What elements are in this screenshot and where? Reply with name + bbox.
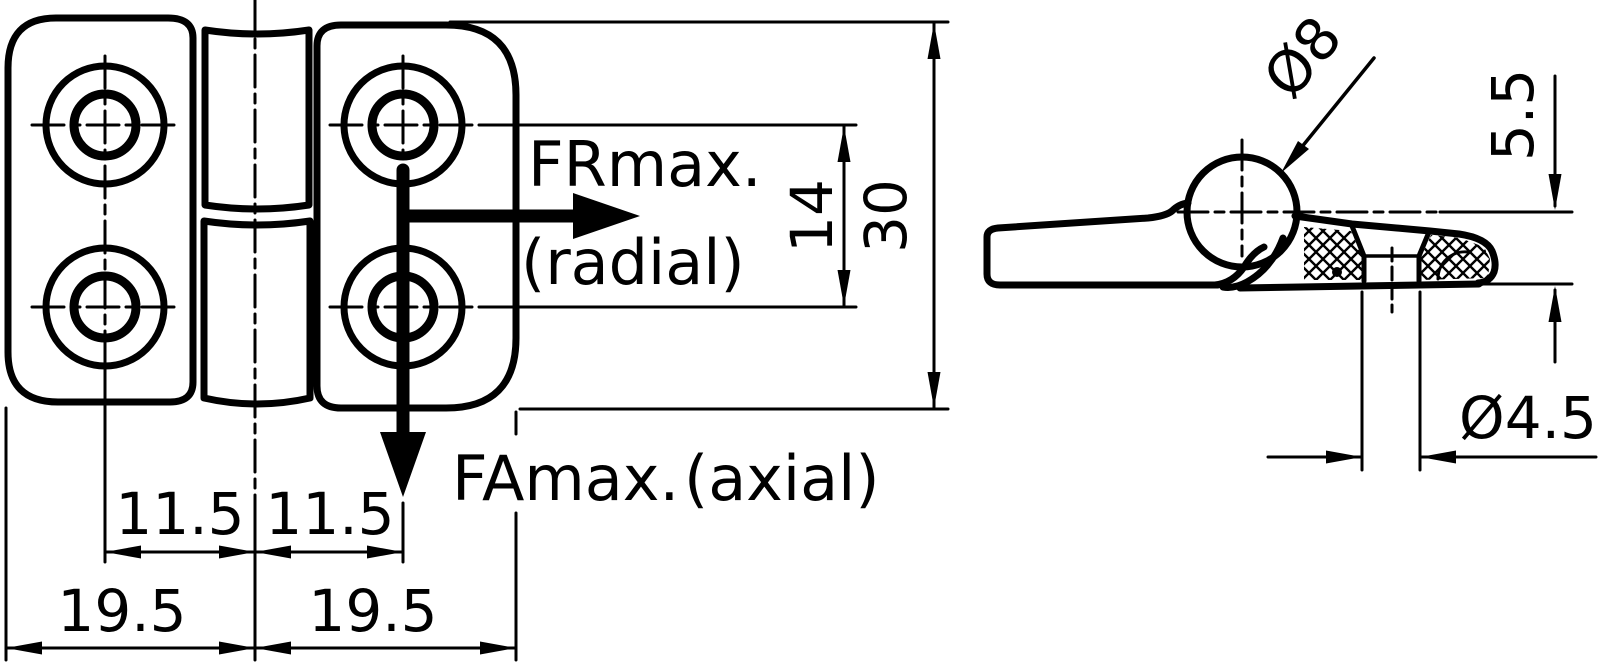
dim-arrow (219, 545, 255, 559)
radial-force-qualifier: (radial) (521, 226, 745, 299)
front-right-leaf-outline (313, 21, 520, 412)
knuckle-neck-outer-curve (1219, 234, 1287, 291)
hole-top-left-countersink (42, 62, 168, 188)
width-dimensions (4, 366, 518, 662)
force-arrows (380, 163, 640, 497)
dim-text-19-5-left: 19.5 (57, 577, 186, 645)
dim-30-arrow-down (927, 372, 941, 408)
hatch-detail-dot (1332, 267, 1342, 277)
knuckle-neck-inner-curl (1211, 243, 1268, 289)
dim-text-pin-height: 5.5 (1479, 69, 1547, 161)
dim-text-30: 30 (852, 179, 920, 253)
dim-text-11-5-right: 11.5 (265, 480, 394, 548)
side-right-leaf-bottom-edge (1236, 280, 1483, 292)
hatch-left-block (1304, 227, 1362, 280)
dim-arrow (1548, 174, 1562, 210)
dim-arrow (1548, 286, 1562, 322)
screw-hole-diameter-dimension (1266, 290, 1598, 472)
hole-bottom-left-bore (69, 271, 141, 343)
front-view-centerlines (30, 0, 488, 662)
dim-arrow (367, 545, 403, 559)
dim-14-arrow-up (837, 126, 851, 162)
dim-arrow (6, 641, 42, 655)
dim-text-14: 14 (778, 179, 846, 253)
pin-diameter-callout (1281, 56, 1376, 173)
radial-force-arrow-head (573, 193, 640, 239)
side-left-leaf-left-bottom-edge (983, 235, 1222, 289)
dim-arrow (219, 641, 255, 655)
radial-force-label: FRmax. (528, 128, 762, 201)
dim-text-11-5-left: 11.5 (115, 480, 244, 548)
dim-arrow (255, 545, 291, 559)
dim-arrow (255, 641, 291, 655)
dim-14-arrow-down (837, 270, 851, 306)
axial-force-qualifier: (axial) (684, 442, 880, 515)
front-left-leaf-outline (4, 14, 197, 406)
side-left-leaf-top-edge (983, 199, 1192, 247)
hole-top-right-bore (367, 89, 439, 161)
axial-force-arrow-head (380, 432, 426, 497)
pin-diameter-leader-arrow (1281, 141, 1309, 173)
front-upper-knuckle (201, 26, 313, 213)
dim-arrow (1420, 450, 1456, 464)
front-view-texts: FRmax. (radial) FAmax. (axial) 11.5 11.5… (57, 128, 920, 645)
height-dimensions (448, 20, 950, 411)
pin-height-dimension (1438, 74, 1574, 364)
hole-top-left-bore (69, 89, 141, 161)
dim-30-arrow-up (927, 23, 941, 59)
dim-text-19-5-right: 19.5 (308, 577, 437, 645)
dim-arrow (1326, 450, 1362, 464)
dim-arrow (480, 641, 516, 655)
front-view: FRmax. (radial) FAmax. (axial) 11.5 11.5… (4, 0, 950, 662)
hatch-detail-arc (1436, 250, 1470, 281)
side-right-leaf-top-edge (1291, 212, 1499, 287)
hole-bottom-left-countersink (42, 244, 168, 370)
dim-text-screw-hole-diameter: Ø4.5 (1459, 384, 1597, 452)
axial-force-label: FAmax. (452, 442, 679, 515)
dim-arrow (105, 545, 141, 559)
front-lower-knuckle (200, 217, 314, 408)
side-view-part (983, 153, 1499, 292)
